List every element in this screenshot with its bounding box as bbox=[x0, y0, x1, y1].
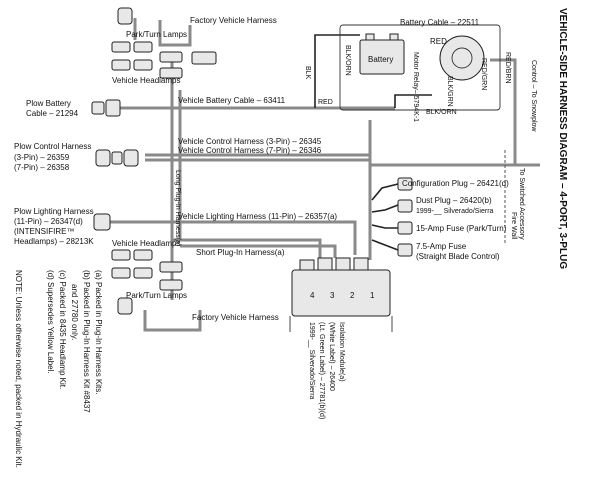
label-motor-relay: Motor Relay– 5794K-1 bbox=[412, 52, 419, 122]
config-plug-wire bbox=[371, 183, 399, 201]
label-to-switched-accessory: To Switched Accessory bbox=[518, 168, 525, 240]
note-b1: (b) Packed in Plug-In Harness Kit #8437 bbox=[82, 270, 91, 413]
label-factory-harness-top: Factory Vehicle Harness bbox=[190, 16, 277, 25]
label-fuse-15: 15-Amp Fuse (Park/Turn) bbox=[416, 224, 507, 233]
isolation-module bbox=[289, 257, 393, 332]
factory-harness-bottom-wire bbox=[143, 310, 202, 332]
label-blk-orn-left: BLK/ORN bbox=[344, 45, 351, 76]
plow-battery-cable-plug bbox=[91, 99, 121, 117]
label-factory-harness-bottom: Factory Vehicle Harness bbox=[192, 313, 279, 322]
label-long-plug-in: Long Plug-In Harness(a) bbox=[174, 170, 181, 246]
label-vehicle-lighting: Vehicle Lighting Harness (11-Pin) – 2635… bbox=[178, 212, 337, 221]
fuse-15-wire bbox=[371, 224, 398, 229]
park-turn-lamps-top-connectors bbox=[111, 7, 217, 79]
lighting-harness-wire bbox=[110, 220, 357, 255]
label-blk: BLK bbox=[304, 66, 311, 80]
label-plow-battery-cable-1: Plow Battery bbox=[26, 99, 71, 108]
label-park-turn-bottom: Park/Turn Lamps bbox=[126, 291, 187, 300]
label-dust-plug: Dust Plug – 26420(b) bbox=[416, 196, 492, 205]
factory-harness-top-wire bbox=[133, 18, 192, 47]
label-plow-control-1: Plow Control Harness bbox=[14, 142, 91, 151]
label-plow-battery-cable-2: Cable – 21294 bbox=[26, 109, 79, 118]
label-park-turn-top: Park/Turn Lamps bbox=[126, 30, 187, 39]
label-dust-plug-sub: 1999-__ Silverado/Sierra bbox=[416, 208, 494, 215]
label-red-top: RED bbox=[430, 37, 447, 46]
label-plow-control-2: (3-Pin) – 26359 bbox=[14, 153, 70, 162]
label-red-mid: RED bbox=[318, 99, 333, 106]
label-battery-cable: Battery Cable – 22511 bbox=[400, 18, 480, 27]
label-red-grn: RED/GRN bbox=[480, 58, 487, 90]
label-vcontrol-7pin: Vehicle Control Harness (7-Pin) – 26346 bbox=[178, 146, 322, 155]
label-red-brn: RED/BRN bbox=[504, 52, 511, 84]
relay-right-wire bbox=[490, 58, 517, 165]
label-blk-orn-bottom: BLK/ORN bbox=[426, 109, 457, 116]
dust-plug-wire bbox=[371, 204, 399, 213]
label-vehicle-battery-cable: Vehicle Battery Cable – 63411 bbox=[178, 96, 286, 105]
module-port-3: 3 bbox=[330, 291, 335, 300]
park-turn-lamps-bottom-connectors bbox=[111, 249, 183, 315]
plow-control-plugs bbox=[95, 149, 139, 167]
label-configuration-plug: Configuration Plug – 26421(d) bbox=[402, 179, 509, 188]
module-port-2: 2 bbox=[350, 291, 355, 300]
note-intro: NOTE: Unless otherwise noted, packed in … bbox=[14, 270, 23, 468]
motor-relay bbox=[439, 35, 485, 81]
label-control-to-snowplow: Control – To Snowplow bbox=[530, 60, 537, 132]
blk-cable bbox=[314, 34, 360, 108]
label-iso-3: (Lt. Green Label) – 27781(b)(d) bbox=[318, 322, 325, 419]
label-plow-lighting-3: (INTENSIFIRE™ bbox=[14, 227, 74, 236]
battery bbox=[359, 33, 405, 75]
label-battery: Battery bbox=[368, 55, 393, 64]
label-iso-1: Isolation Module(a) bbox=[338, 322, 345, 382]
module-port-4: 4 bbox=[310, 291, 315, 300]
label-short-plug-in: Short Plug-In Harness(a) bbox=[196, 248, 285, 257]
module-port-1: 1 bbox=[370, 291, 375, 300]
label-fire-wall: Fire Wall bbox=[510, 212, 517, 240]
label-blk-grn: BLK/GRN bbox=[446, 76, 453, 107]
label-vcontrol-3pin: Vehicle Control Harness (3-Pin) – 26345 bbox=[178, 137, 322, 146]
label-vehicle-headlamps-bottom: Vehicle Headlamps bbox=[112, 239, 180, 248]
note-d: (d) Supersedes Yellow Label. bbox=[46, 270, 55, 374]
red-cable-relay bbox=[394, 94, 432, 108]
fuse-75-wire bbox=[371, 239, 399, 251]
note-b2: and 27780 only. bbox=[70, 284, 79, 340]
short-plugin-wire bbox=[172, 238, 322, 258]
label-vehicle-headlamps-top: Vehicle Headlamps bbox=[112, 76, 180, 85]
config-dust-fuse-parts bbox=[397, 177, 413, 257]
note-a: (a) Packed in Plug-In Harness Kits. bbox=[94, 270, 103, 395]
label-fuse-75-1: 7.5-Amp Fuse bbox=[416, 242, 467, 251]
label-plow-lighting-2: (11-Pin) – 26347(d) bbox=[14, 217, 83, 226]
plow-lighting-plug bbox=[93, 213, 111, 231]
label-plow-lighting-4: Headlamps) – 28213K bbox=[14, 237, 94, 246]
label-iso-4: 1999-__ Silverado/Sierra bbox=[308, 322, 315, 400]
diagram-title: VEHICLE-SIDE HARNESS DIAGRAM – 4-PORT, 3… bbox=[557, 8, 568, 269]
battery-relay-frame bbox=[339, 24, 501, 111]
label-iso-2: (White Label) – 26400 bbox=[328, 322, 335, 391]
short-plugin-wire-2 bbox=[180, 244, 337, 258]
note-c: (c) Packed in 8435 Headlamp Kit. bbox=[58, 270, 67, 389]
label-fuse-75-2: (Straight Blade Control) bbox=[416, 252, 500, 261]
label-plow-control-3: (7-Pin) – 26358 bbox=[14, 163, 70, 172]
label-plow-lighting-1: Plow Lighting Harness bbox=[14, 207, 94, 216]
